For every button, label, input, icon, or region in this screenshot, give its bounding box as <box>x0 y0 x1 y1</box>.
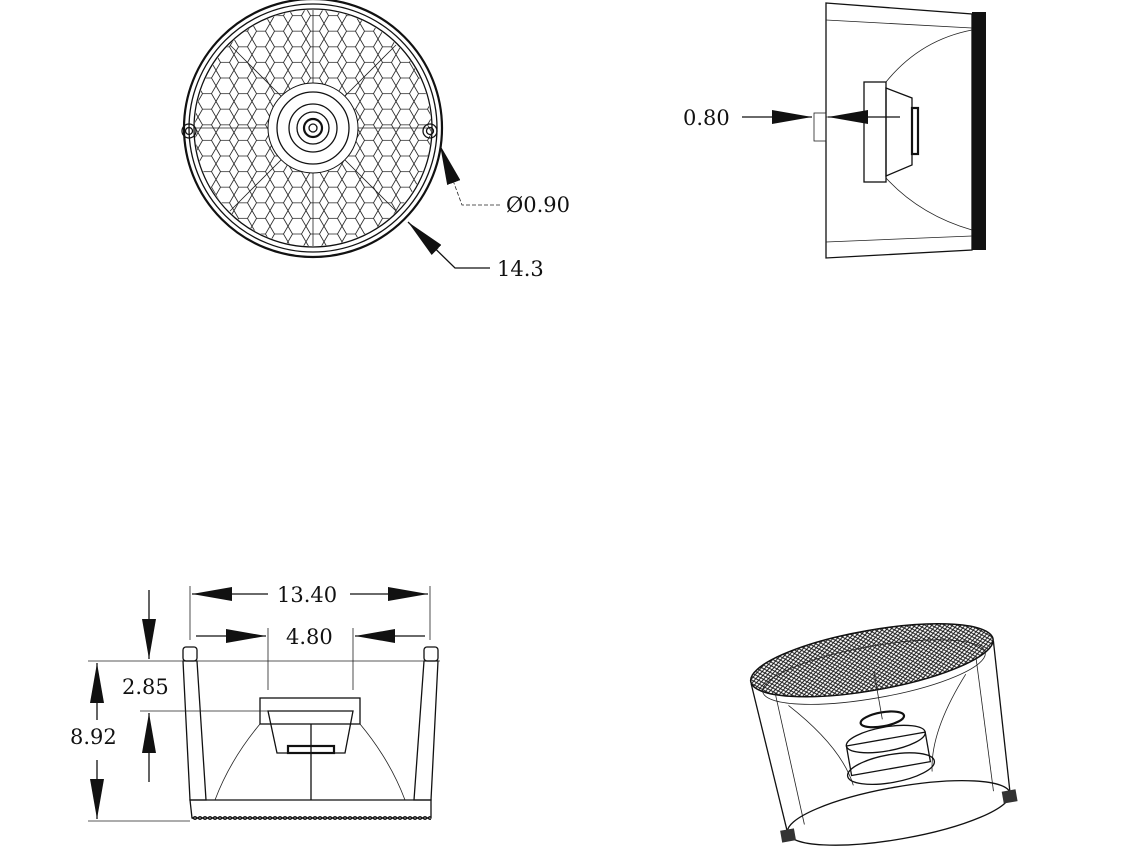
side-view: 0.80 <box>683 2 986 259</box>
offset-label: 0.80 <box>683 106 730 130</box>
hole-diameter-label: Ø0.90 <box>506 193 570 217</box>
section-view: 13.40 4.80 2.85 8.92 <box>70 583 440 822</box>
mounting-hole-left <box>181 123 197 139</box>
outer-diameter-label: 14.3 <box>497 257 544 281</box>
mounting-hole-right <box>422 123 438 139</box>
overall-height-label: 8.92 <box>70 725 117 749</box>
front-view: Ø0.90 14.3 <box>181 0 570 281</box>
top-depth-label: 2.85 <box>122 675 169 699</box>
isometric-view <box>749 623 1018 846</box>
overall-width-label: 13.40 <box>277 583 337 607</box>
inner-width-label: 4.80 <box>286 625 333 649</box>
